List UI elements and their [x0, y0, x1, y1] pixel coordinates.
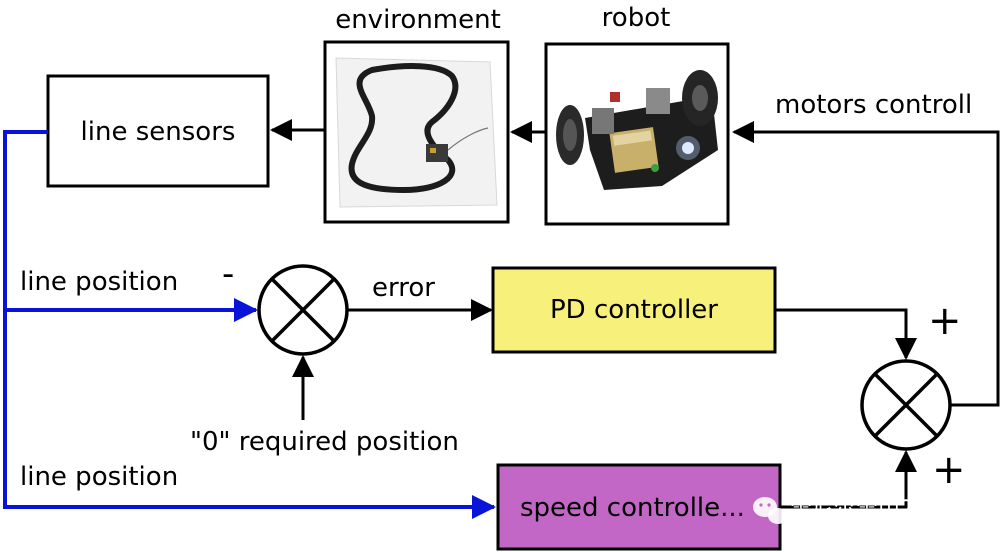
line-sensors-block: line sensors [46, 74, 270, 188]
environment-block: environment [323, 5, 510, 224]
blue-feedback-line [3, 130, 494, 509]
motors-controll-arrow [732, 121, 1000, 407]
environment-photo [335, 57, 498, 208]
motors-controll-label: motors controll [775, 90, 972, 120]
plus-sign-bottom: + [932, 447, 966, 493]
line-position-label-bottom: line position [20, 462, 178, 492]
output-summing-junction [860, 359, 952, 451]
robot-photo [556, 70, 718, 190]
signal-arrows [270, 119, 1000, 509]
plus-sign-top: + [928, 298, 962, 344]
wechat-icon [753, 497, 788, 524]
robot-on-track [426, 144, 448, 162]
line-position-label-top: line position [20, 267, 178, 297]
led [682, 142, 694, 154]
speed-controller-block: speed controlle... [496, 463, 782, 551]
environment-title: environment [335, 5, 501, 35]
blue-arrowhead-top [234, 298, 258, 322]
pd-output-arrow [775, 308, 917, 360]
pd-controller-label: PD controller [550, 295, 718, 325]
watermark-text: 雷尼尔雪山2020 [790, 497, 956, 522]
robot-title: robot [602, 3, 671, 33]
pd-controller-block: PD controller [491, 266, 777, 354]
watermark: 雷尼尔雪山2020 [753, 497, 956, 524]
required-position-label: "0" required position [190, 427, 459, 457]
line-sensors-label: line sensors [81, 117, 236, 147]
speed-output-arrow [780, 450, 917, 509]
error-summing-junction [257, 264, 349, 356]
line-position-feedback [3, 130, 496, 519]
minus-sign: - [222, 254, 234, 294]
error-label: error [372, 273, 435, 303]
robot-block: robot [544, 3, 730, 226]
speed-controller-label: speed controlle... [520, 493, 745, 523]
blue-arrowhead-bottom [472, 495, 496, 519]
